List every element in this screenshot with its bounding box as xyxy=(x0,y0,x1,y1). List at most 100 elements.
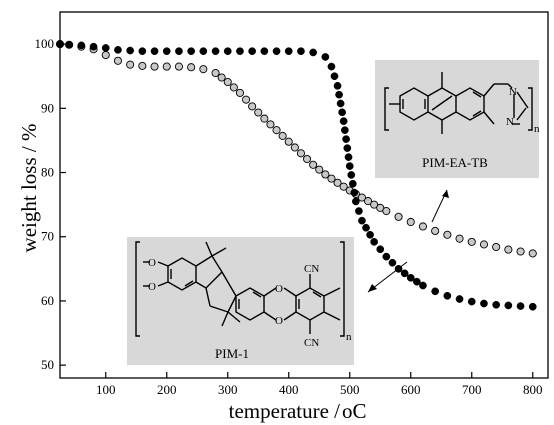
data-point xyxy=(443,291,452,300)
data-point xyxy=(455,234,464,243)
x-tick-label: 200 xyxy=(157,382,177,397)
pim-1-oxygen-3: O xyxy=(275,283,283,295)
data-point xyxy=(370,238,378,246)
plot-frame xyxy=(59,11,549,379)
data-point xyxy=(272,47,281,56)
pim-1-cn-bottom: CN xyxy=(304,337,319,349)
data-point xyxy=(335,90,343,99)
data-point xyxy=(174,62,183,71)
data-point xyxy=(260,47,269,56)
data-point xyxy=(327,62,336,71)
data-point xyxy=(211,47,220,56)
data-point xyxy=(366,230,374,239)
x-tick-label: 300 xyxy=(218,382,238,397)
pim-1-label: PIM-1 xyxy=(215,346,249,361)
data-point xyxy=(413,277,421,286)
y-tick-label: 70 xyxy=(41,229,54,244)
pim-ea-tb-n1-label: N xyxy=(509,86,517,98)
data-point xyxy=(223,47,232,56)
data-point xyxy=(492,300,500,309)
data-point xyxy=(278,131,287,140)
data-point xyxy=(347,171,356,179)
data-point xyxy=(284,47,293,56)
data-point xyxy=(406,273,415,282)
data-point xyxy=(284,137,293,146)
data-point xyxy=(344,153,353,161)
data-point xyxy=(65,40,74,49)
data-point xyxy=(352,197,360,206)
data-point xyxy=(266,120,275,129)
data-point xyxy=(138,47,147,56)
data-point xyxy=(341,126,349,134)
data-point xyxy=(248,47,256,56)
data-point xyxy=(400,269,409,278)
data-point xyxy=(302,154,312,164)
data-point xyxy=(235,88,244,97)
data-point xyxy=(516,247,525,256)
data-point xyxy=(343,144,352,152)
pim-1-cn-top: CN xyxy=(304,263,319,275)
y-tick-label: 100 xyxy=(35,36,55,51)
data-point xyxy=(382,252,391,261)
data-point xyxy=(350,188,359,197)
data-point xyxy=(187,63,196,72)
data-point xyxy=(217,73,226,82)
pim-1-oxygen-2: O xyxy=(148,281,156,293)
data-point xyxy=(455,295,464,303)
y-tick-label: 50 xyxy=(41,357,54,372)
data-point xyxy=(187,47,195,56)
data-point xyxy=(321,53,330,61)
data-point xyxy=(348,179,357,188)
data-point xyxy=(467,297,476,306)
structure-drawing-pim-ea-tb xyxy=(384,72,533,134)
data-point xyxy=(199,65,208,74)
data-point xyxy=(150,62,159,71)
data-point xyxy=(211,68,220,78)
annotation-arrows xyxy=(367,189,449,293)
x-tick-label: 600 xyxy=(401,382,421,397)
data-point xyxy=(272,126,281,135)
pim-1-oxygen-4: O xyxy=(275,315,283,327)
data-point xyxy=(56,40,64,48)
x-axis-title: temperature / xyxy=(229,399,341,423)
data-point xyxy=(362,223,370,232)
data-point xyxy=(382,207,391,216)
data-point xyxy=(236,47,244,56)
data-point xyxy=(394,212,403,221)
data-point xyxy=(254,108,263,117)
x-axis-unit: oC xyxy=(342,399,367,423)
data-point xyxy=(309,160,318,169)
x-tick-label: 400 xyxy=(279,382,299,397)
data-point xyxy=(388,258,397,267)
data-point xyxy=(345,162,354,170)
data-point xyxy=(150,47,159,56)
x-tick-label: 700 xyxy=(462,382,482,397)
data-point xyxy=(330,72,339,81)
y-tick-label: 80 xyxy=(41,165,54,180)
structure-box-pim-1 xyxy=(127,237,354,365)
data-point xyxy=(101,44,110,52)
structure-drawing-pim-1 xyxy=(135,241,345,337)
data-point xyxy=(431,287,439,296)
x-tick-label: 800 xyxy=(523,382,543,397)
data-point xyxy=(290,143,299,152)
pim-ea-tb-n2-label: N xyxy=(506,116,514,128)
x-tick-label: 100 xyxy=(96,382,116,397)
data-point xyxy=(162,47,171,56)
data-point xyxy=(504,301,513,310)
data-point xyxy=(443,230,452,239)
arrow-head-pim-1 xyxy=(368,284,377,292)
data-point xyxy=(528,249,537,258)
data-point xyxy=(342,135,350,143)
pim-1-subscript: n xyxy=(346,331,352,343)
data-point xyxy=(418,222,428,231)
data-point xyxy=(376,203,385,212)
data-point xyxy=(229,83,238,92)
data-point xyxy=(338,108,346,117)
series-pim-1 xyxy=(56,40,537,311)
data-point xyxy=(336,99,345,108)
y-tick-label: 60 xyxy=(41,293,54,308)
pim-1-oxygen-1: O xyxy=(148,257,156,269)
pim-ea-tb-label: PIM-EA-TB xyxy=(422,155,488,170)
